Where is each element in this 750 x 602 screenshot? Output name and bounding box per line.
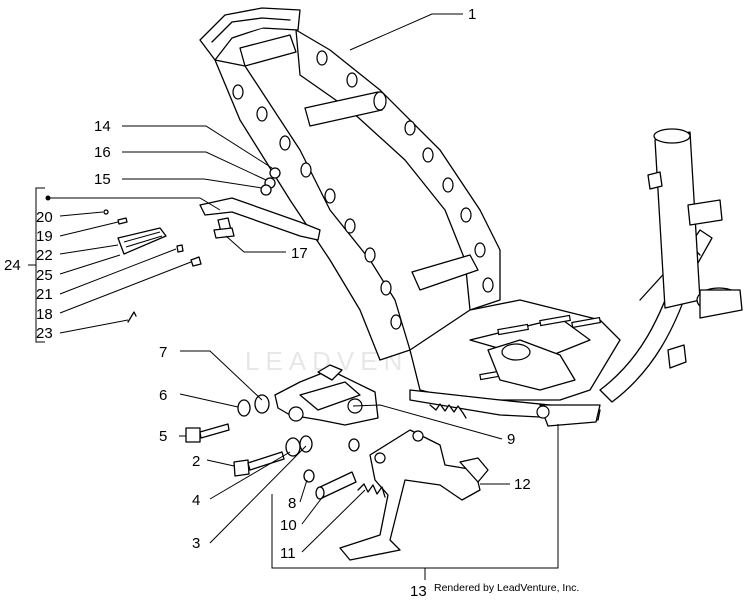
label-25: 25 bbox=[36, 267, 53, 284]
label-6: 6 bbox=[159, 387, 167, 404]
label-5: 5 bbox=[159, 428, 167, 445]
label-12: 12 bbox=[514, 476, 531, 493]
pin-10 bbox=[315, 471, 357, 500]
label-10: 10 bbox=[280, 517, 297, 534]
label-16: 16 bbox=[94, 144, 111, 161]
side-stand-17 bbox=[199, 197, 321, 241]
label-15: 15 bbox=[94, 171, 111, 188]
label-8: 8 bbox=[288, 495, 296, 512]
label-1: 1 bbox=[468, 6, 476, 23]
label-21: 21 bbox=[36, 286, 53, 303]
label-18: 18 bbox=[36, 306, 53, 323]
label-13: 13 bbox=[410, 583, 427, 600]
label-11: 11 bbox=[280, 545, 296, 562]
bolt-2 bbox=[233, 451, 285, 477]
bush-8 bbox=[303, 438, 360, 483]
label-19: 19 bbox=[36, 228, 53, 245]
spring-11 bbox=[357, 483, 386, 498]
footrest-parts bbox=[45, 195, 202, 323]
washer-stack-14-16-15 bbox=[260, 167, 281, 196]
washer-7 bbox=[254, 394, 270, 414]
spring-9 bbox=[429, 403, 467, 419]
label-3: 3 bbox=[192, 535, 200, 552]
stand-bracket-9 bbox=[274, 364, 379, 426]
leader-lines bbox=[28, 13, 559, 580]
label-7: 7 bbox=[159, 344, 167, 361]
credit-text: Rendered by LeadVenture, Inc. bbox=[434, 582, 580, 594]
centre-stand-12 bbox=[339, 429, 489, 561]
label-2: 2 bbox=[192, 453, 200, 470]
washer-6 bbox=[237, 399, 251, 417]
label-24: 24 bbox=[4, 257, 21, 274]
frame-part-1 bbox=[199, 7, 743, 427]
label-22: 22 bbox=[36, 247, 53, 264]
label-14: 14 bbox=[94, 118, 111, 135]
bolt-5 bbox=[185, 423, 230, 443]
label-23: 23 bbox=[36, 325, 53, 342]
label-20: 20 bbox=[36, 209, 53, 226]
label-17: 17 bbox=[291, 245, 308, 262]
label-9: 9 bbox=[507, 431, 515, 448]
bush-4 bbox=[285, 435, 313, 457]
label-4: 4 bbox=[192, 492, 200, 509]
callout-labels: 1 14 16 15 20 19 22 24 25 21 18 23 17 7 … bbox=[4, 6, 531, 600]
